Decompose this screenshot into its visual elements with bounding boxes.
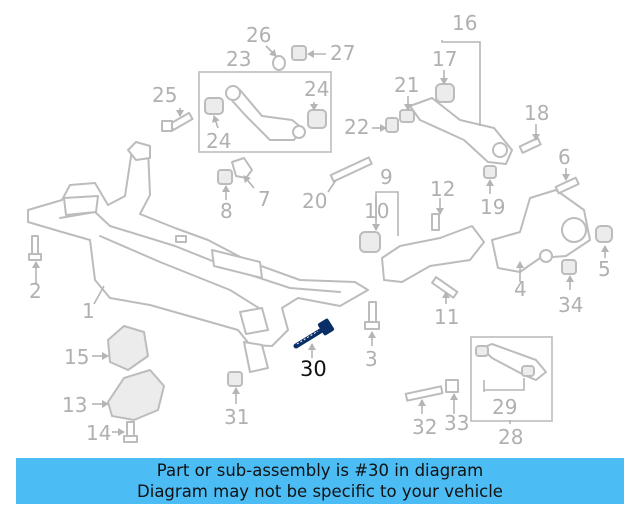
label-part-8: 8 xyxy=(220,199,233,223)
label-part-11: 11 xyxy=(434,305,459,329)
part-number-labels: 1 2 3 4 5 6 7 8 9 10 11 12 13 14 15 16 1… xyxy=(29,11,611,449)
label-part-27: 27 xyxy=(330,41,355,65)
label-part-33: 33 xyxy=(444,411,469,435)
bushing-part-5 xyxy=(595,225,613,243)
label-part-10: 10 xyxy=(364,199,389,223)
info-banner: Part or sub-assembly is #30 in diagram D… xyxy=(16,458,624,504)
bolt-part-25 xyxy=(161,111,194,132)
label-part-18: 18 xyxy=(524,101,549,125)
label-part-5: 5 xyxy=(598,257,611,281)
label-part-24b: 24 xyxy=(304,77,329,101)
nut-part-22 xyxy=(385,117,399,133)
bracket-part-7 xyxy=(231,157,253,179)
bolt-part-30-highlighted xyxy=(293,318,335,349)
subframe-part-1 xyxy=(27,141,369,373)
bolt-part-18 xyxy=(518,137,542,154)
bolt-part-11 xyxy=(431,276,459,299)
banner-line-1: Part or sub-assembly is #30 in diagram xyxy=(156,461,484,480)
label-part-9: 9 xyxy=(380,165,393,189)
bolt-part-14 xyxy=(123,421,138,443)
label-part-6: 6 xyxy=(558,145,571,169)
label-part-20: 20 xyxy=(302,189,327,213)
bracket-part-13 xyxy=(107,369,165,421)
label-part-28: 28 xyxy=(498,425,523,449)
clip-part-33 xyxy=(445,379,459,393)
label-part-32: 32 xyxy=(412,415,437,439)
bolt-part-32 xyxy=(404,385,444,402)
label-part-3: 3 xyxy=(365,347,378,371)
label-part-30-highlighted: 30 xyxy=(300,357,327,381)
label-part-22: 22 xyxy=(344,115,369,139)
upper-link-assembly-part-23 xyxy=(198,71,332,153)
label-part-2: 2 xyxy=(29,279,42,303)
label-part-29: 29 xyxy=(492,395,517,419)
nut-part-27 xyxy=(291,45,307,61)
label-part-16: 16 xyxy=(452,11,477,35)
nut-part-8 xyxy=(217,169,233,185)
control-arm-part-9 xyxy=(359,225,485,283)
bolt-part-12 xyxy=(431,213,440,231)
label-part-34: 34 xyxy=(558,293,583,317)
washer-part-26 xyxy=(272,55,286,71)
bolt-part-2 xyxy=(28,235,42,261)
label-part-31: 31 xyxy=(224,405,249,429)
label-part-26: 26 xyxy=(246,23,271,47)
knuckle-part-4 xyxy=(491,189,591,273)
label-part-4: 4 xyxy=(514,277,527,301)
banner-line-2: Diagram may not be specific to your vehi… xyxy=(137,482,503,501)
label-part-17: 17 xyxy=(432,47,457,71)
label-part-12: 12 xyxy=(430,177,455,201)
label-part-13: 13 xyxy=(62,393,87,417)
label-part-24a: 24 xyxy=(206,129,231,153)
mount-part-15 xyxy=(107,325,149,371)
label-part-21: 21 xyxy=(394,73,419,97)
label-part-25: 25 xyxy=(152,83,177,107)
bolt-part-6 xyxy=(554,176,580,195)
nut-part-34 xyxy=(561,259,577,275)
link-assembly-part-28 xyxy=(470,336,553,422)
label-part-7: 7 xyxy=(258,187,271,211)
label-part-15: 15 xyxy=(64,345,89,369)
label-part-19: 19 xyxy=(480,195,505,219)
nut-part-19 xyxy=(483,165,497,179)
label-part-23: 23 xyxy=(226,47,251,71)
label-part-1: 1 xyxy=(82,299,95,323)
leader-lines xyxy=(32,40,609,436)
bolt-part-3 xyxy=(364,301,380,330)
bolt-part-20 xyxy=(329,156,373,183)
lower-arm-part-16 xyxy=(399,83,513,165)
label-part-14: 14 xyxy=(86,421,111,445)
nut-part-31 xyxy=(227,371,243,387)
